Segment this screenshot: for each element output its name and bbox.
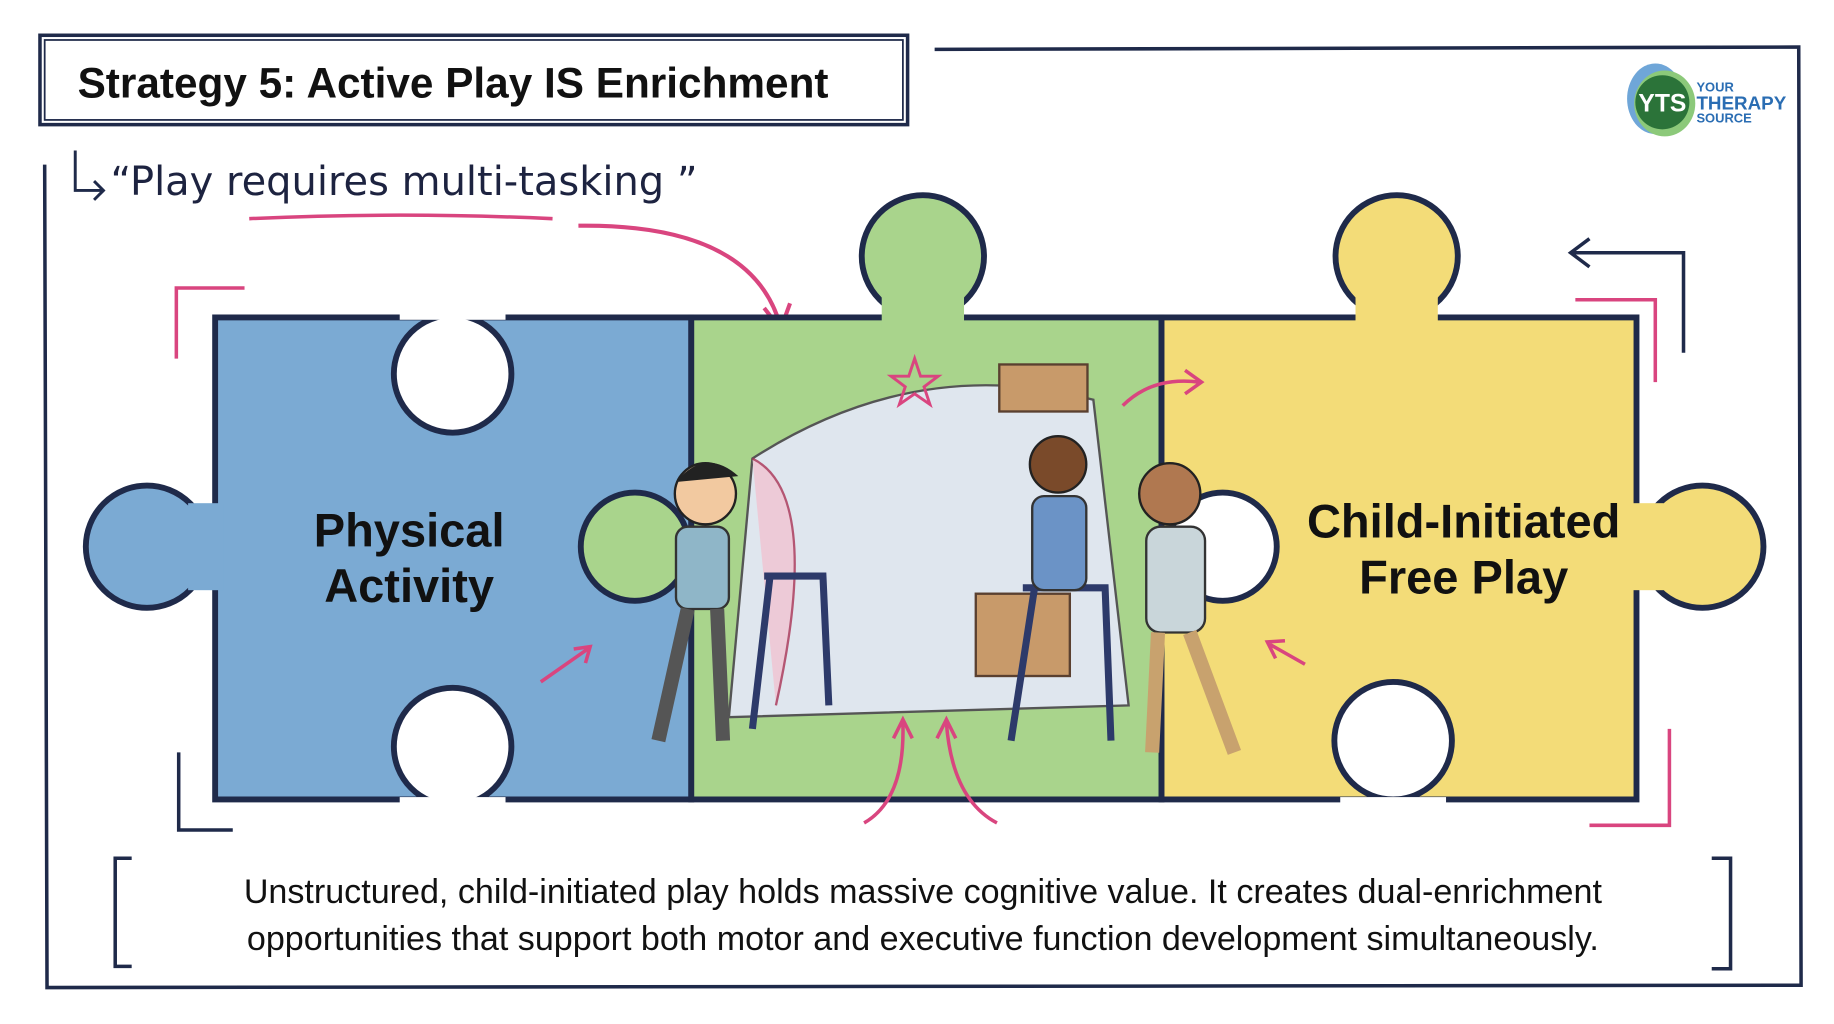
label-physical-line2: Activity (324, 559, 494, 612)
svg-text:YTS: YTS (1638, 91, 1686, 118)
title-box: Strategy 5: Active Play IS Enrichment (38, 33, 910, 127)
quote-text: “Play requires multi-tasking ” (111, 159, 698, 205)
svg-text:SOURCE: SOURCE (1696, 110, 1752, 125)
caption-line1: Unstructured, child-initiated play holds… (244, 873, 1603, 911)
pink-accents (174, 286, 1672, 828)
svg-text:YOUR: YOUR (1696, 80, 1734, 95)
child-2 (1028, 434, 1088, 592)
caption-box: Unstructured, child-initiated play holds… (113, 856, 1733, 971)
fort-illustration (651, 353, 1242, 755)
caption-line2: opportunities that support both motor an… (247, 920, 1599, 958)
star-icon (886, 353, 943, 409)
corner-arrow-icon (73, 150, 106, 201)
label-physical-line1: Physical (314, 504, 505, 557)
yts-logo: YTS YOUR THERAPY SOURCE (1627, 63, 1787, 137)
child-3 (1138, 462, 1242, 755)
outer-frame (42, 45, 1803, 990)
pink-arrow-icon (578, 223, 792, 334)
page-title: Strategy 5: Active Play IS Enrichment (78, 60, 829, 107)
child-1 (651, 462, 739, 743)
label-freeplay-line1: Child-Initiated (1307, 494, 1620, 547)
quote-underline (249, 213, 553, 221)
navy-bracket (176, 752, 233, 832)
svg-text:THERAPY: THERAPY (1696, 92, 1786, 113)
label-freeplay-line2: Free Play (1359, 551, 1568, 604)
return-arrow-icon (1567, 237, 1686, 353)
